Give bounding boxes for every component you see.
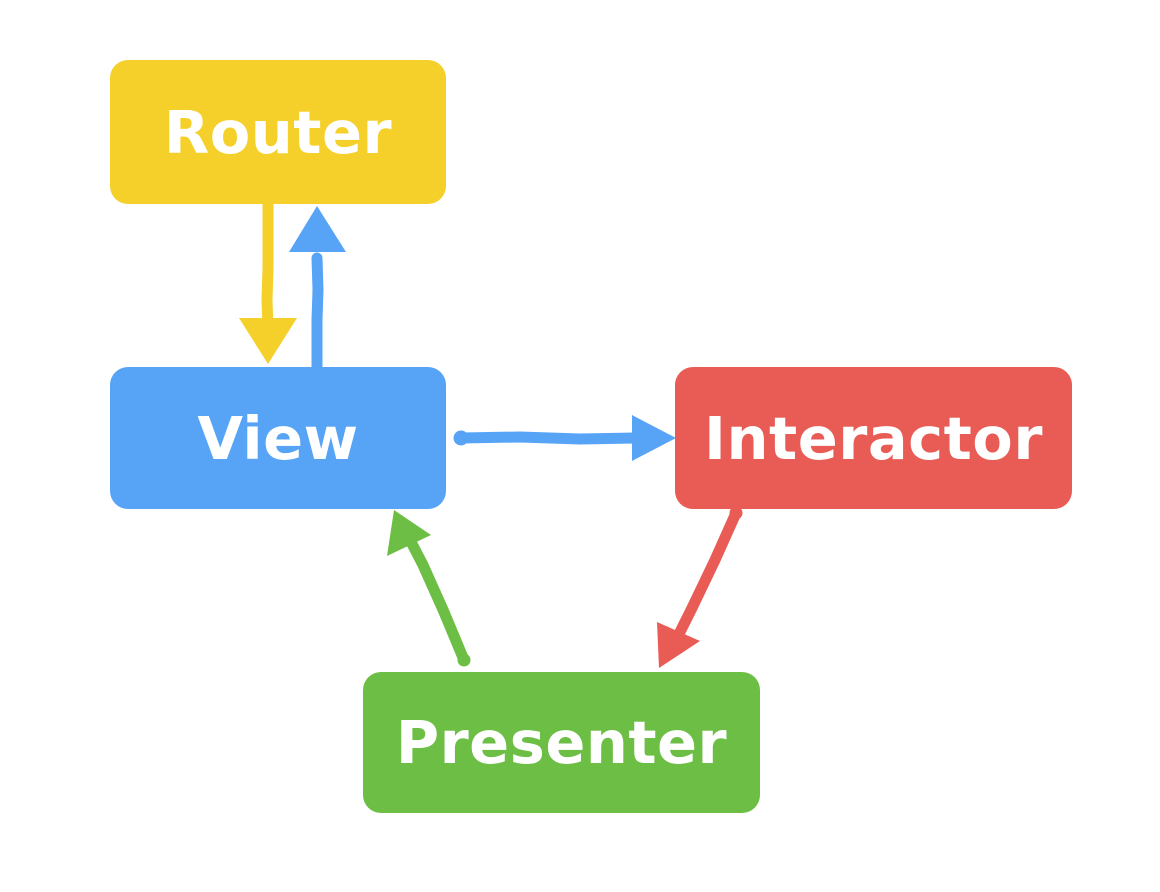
node-presenter-label: Presenter — [395, 708, 728, 777]
node-presenter[interactable]: Presenter — [363, 672, 760, 813]
node-router-label: Router — [163, 97, 393, 167]
node-view[interactable]: View — [110, 367, 446, 509]
edge-interactor-to-presenter — [657, 506, 743, 668]
node-router[interactable]: Router — [110, 60, 446, 204]
node-interactor-label: Interactor — [704, 403, 1043, 473]
edge-view-to-router — [289, 206, 346, 373]
node-view-label: View — [197, 403, 359, 473]
edge-router-to-view — [239, 198, 297, 364]
edge-presenter-to-view — [387, 510, 471, 667]
node-interactor[interactable]: Interactor — [675, 367, 1072, 509]
edge-view-to-interactor — [453, 415, 676, 461]
